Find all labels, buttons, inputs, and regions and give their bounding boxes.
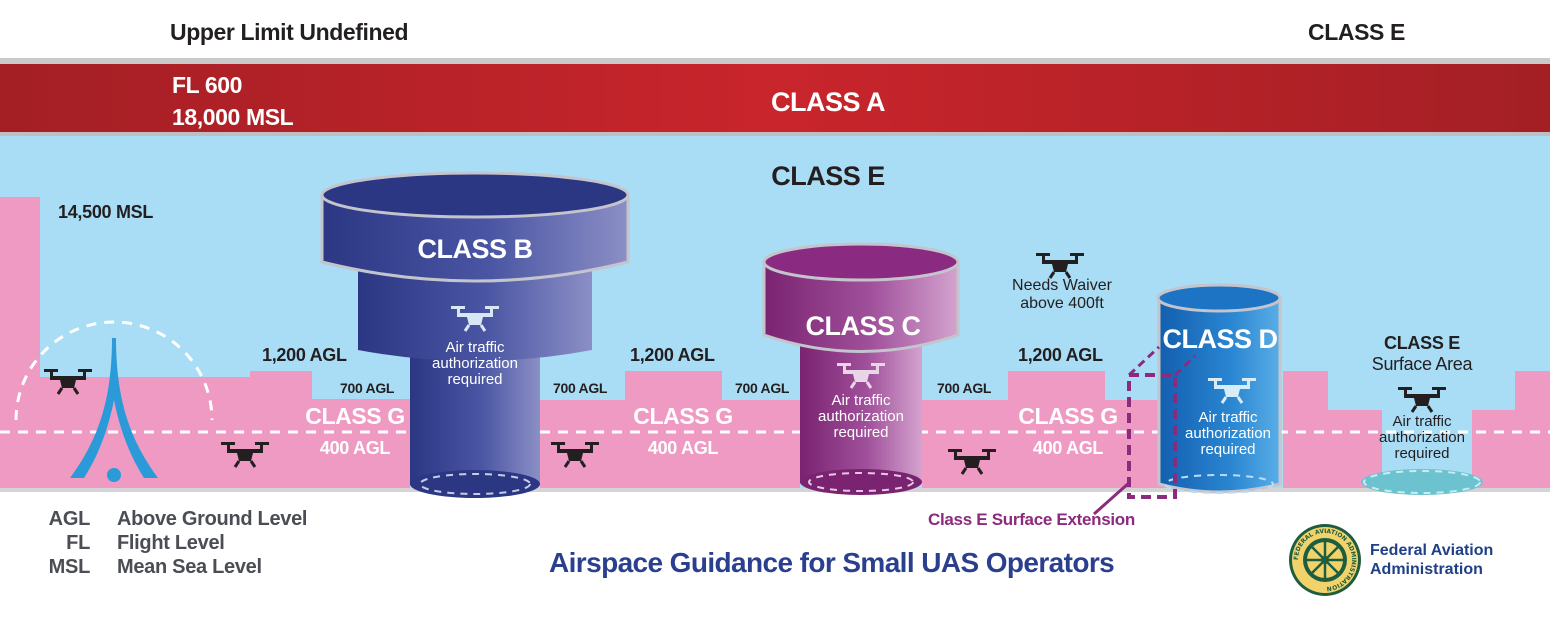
class-c-label: CLASS C: [805, 311, 921, 341]
class-e-surface-subtitle: Surface Area: [1371, 354, 1473, 374]
airport-tower-icon: [70, 338, 158, 482]
class-g1-agl: 400 AGL: [319, 438, 391, 458]
ground: [0, 488, 1550, 492]
legend-meaning-agl: Above Ground Level: [117, 508, 308, 530]
class-g3-label: CLASS G: [1018, 403, 1118, 429]
msl-14500-label: 14,500 MSL: [58, 202, 154, 222]
class-c-auth: Air traffic authorization required: [818, 392, 904, 441]
class-g3-step: 700 AGL: [937, 380, 992, 396]
page-title: Airspace Guidance for Small UAS Operator…: [549, 547, 1115, 578]
class-e-surface-label: CLASS E: [1384, 333, 1460, 353]
drone-icon: [1208, 378, 1256, 404]
legend-abbr-fl: FL: [66, 532, 90, 554]
class-g2-ceiling: 1,200 AGL: [630, 345, 715, 365]
class-d-shape: [1156, 283, 1282, 494]
class-d-label: CLASS D: [1162, 324, 1278, 354]
drone-icon: [451, 306, 499, 332]
class-e-surface-extension: [1093, 345, 1197, 516]
airport-arc: [14, 320, 214, 421]
fl-600-label: FL 600: [172, 72, 243, 98]
class-a-band: [0, 64, 1550, 134]
class-g2-step-right: 700 AGL: [735, 380, 790, 396]
class-d-auth: Air traffic authorization required: [1185, 409, 1271, 458]
drone-icon: [1398, 387, 1446, 413]
class-g3-agl: 400 AGL: [1032, 438, 1104, 458]
faa-seal-icon: FEDERAL AVIATION ADMINISTRATION: [1289, 524, 1361, 596]
surface-extension-label: Class E Surface Extension: [928, 510, 1135, 529]
class-g1-ceiling: 1,200 AGL: [262, 345, 347, 365]
class-e-label: CLASS E: [771, 161, 885, 191]
class-g1-step: 700 AGL: [340, 380, 395, 396]
class-g2-agl: 400 AGL: [647, 438, 719, 458]
legend-meaning-msl: Mean Sea Level: [117, 556, 262, 578]
class-g2-label: CLASS G: [633, 403, 733, 429]
class-b-label: CLASS B: [417, 234, 533, 264]
faa-name-line1: Federal Aviation: [1370, 542, 1494, 559]
class-g2-step-left: 700 AGL: [553, 380, 608, 396]
drone-icon: [837, 363, 885, 389]
legend-meaning-fl: Flight Level: [117, 532, 225, 554]
class-a-label: CLASS A: [770, 87, 886, 117]
class-e-top-label: CLASS E: [1308, 19, 1405, 45]
faa-name-line2: Administration: [1370, 561, 1483, 578]
waiver-label: Needs Waiver above 400ft: [1012, 277, 1112, 312]
class-g1-label: CLASS G: [305, 403, 405, 429]
class-e-surface-auth: Air traffic authorization required: [1379, 413, 1465, 462]
class-g3-ceiling: 1,200 AGL: [1018, 345, 1103, 365]
msl-18000-label: 18,000 MSL: [172, 104, 294, 130]
drone-icon: [221, 442, 269, 468]
drone-icon: [551, 442, 599, 468]
drone-icon: [1036, 253, 1084, 279]
top-rule: [0, 58, 1550, 64]
class-b-auth: Air traffic authorization required: [432, 339, 518, 388]
drone-icon: [44, 369, 92, 395]
class-e-surface-ellipse: [1361, 469, 1483, 495]
upper-limit-label: Upper Limit Undefined: [170, 19, 409, 45]
class-c-shape: [762, 242, 960, 495]
drone-icon: [948, 449, 996, 475]
legend-abbr-agl: AGL: [48, 508, 91, 530]
legend-abbr-msl: MSL: [48, 556, 91, 578]
